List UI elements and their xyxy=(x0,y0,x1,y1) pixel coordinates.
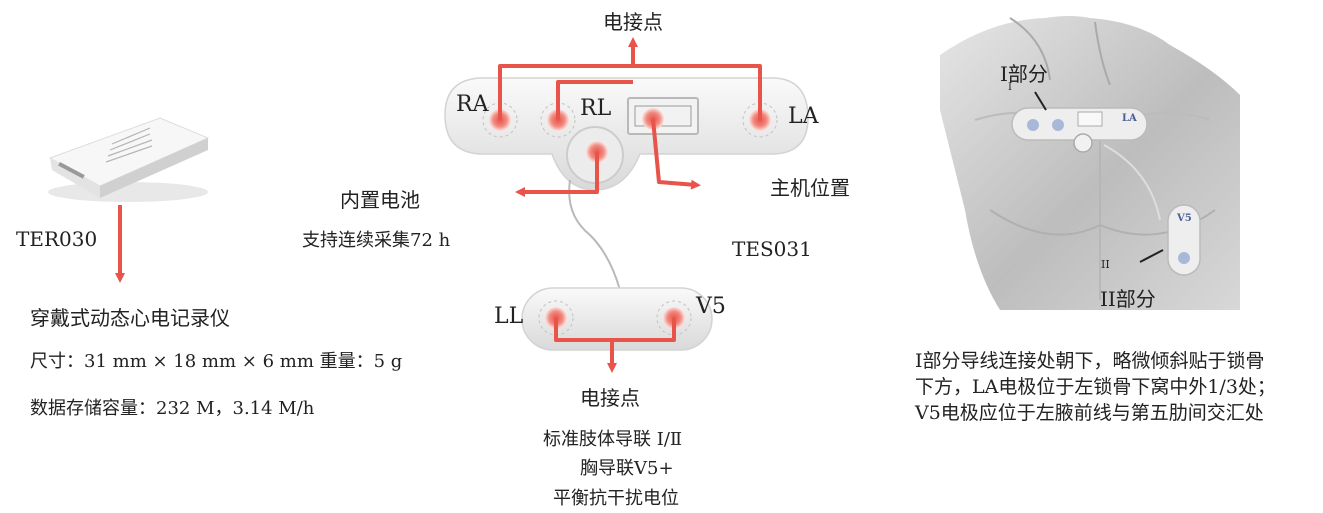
recorder-model: TER030 xyxy=(16,227,98,251)
part2-label: II部分 xyxy=(1100,287,1156,311)
part2-small-label: II xyxy=(1101,258,1110,271)
description-line: I部分导线连接处朝下，略微倾斜贴于锁骨 xyxy=(915,350,1265,372)
placement-description: I部分导线连接处朝下，略微倾斜贴于锁骨 下方，LA电极位于左锁骨下窝中外1/3处… xyxy=(915,348,1276,426)
recorder-size: 尺寸：31 mm × 18 mm × 6 mm 重量：5 g xyxy=(30,351,403,372)
top-contact-label: 电接点 xyxy=(603,10,663,34)
lead-standard-limb: 标准肢体导联 Ⅰ/Ⅱ xyxy=(543,429,683,450)
connection-lines xyxy=(498,37,762,373)
lead-balance: 平衡抗干扰电位 xyxy=(553,488,679,509)
electrode-label-ll: LL xyxy=(494,304,524,329)
part1-label: I部分 xyxy=(1000,62,1048,86)
host-label: 主机位置 xyxy=(770,176,850,200)
top-bracket-inner xyxy=(556,80,633,120)
recorder-name: 穿戴式动态心电记录仪 xyxy=(30,306,230,330)
sensor-model: TES031 xyxy=(732,237,812,261)
chest-image xyxy=(940,16,1240,310)
patch-part2 xyxy=(1167,204,1201,276)
description-line: 下方，LA电极位于左锁骨下窝中外1/3处； xyxy=(915,376,1276,398)
battery-arrow xyxy=(515,152,599,197)
description-line: V5电极应位于左腋前线与第五肋间交汇处 xyxy=(915,402,1264,424)
sensor-bottom-unit xyxy=(521,287,713,351)
battery-desc: 支持连续采集72 h xyxy=(302,230,451,251)
pad-la-label: LA xyxy=(1122,113,1137,124)
electrode-label-ra: RA xyxy=(456,92,489,117)
electrode-label-la: LA xyxy=(788,104,819,129)
bottom-bracket xyxy=(554,318,676,342)
electrode-label-v5: V5 xyxy=(696,294,726,319)
sensor-cable xyxy=(568,179,621,291)
bottom-contact-label: 电接点 xyxy=(580,386,640,410)
pad-v5-label: V5 xyxy=(1177,213,1192,224)
host-arrow xyxy=(651,118,701,190)
electrode-label-rl: RL xyxy=(580,96,612,121)
recorder-storage: 数据存储容量：232 M，3.14 M/h xyxy=(30,398,315,419)
top-bracket-outer xyxy=(498,64,762,120)
part1-small-label: I xyxy=(1008,82,1012,93)
recorder-device xyxy=(48,117,210,202)
lead-chest-v5: 胸导联V5+ xyxy=(580,458,674,479)
battery-label: 内置电池 xyxy=(340,188,420,212)
